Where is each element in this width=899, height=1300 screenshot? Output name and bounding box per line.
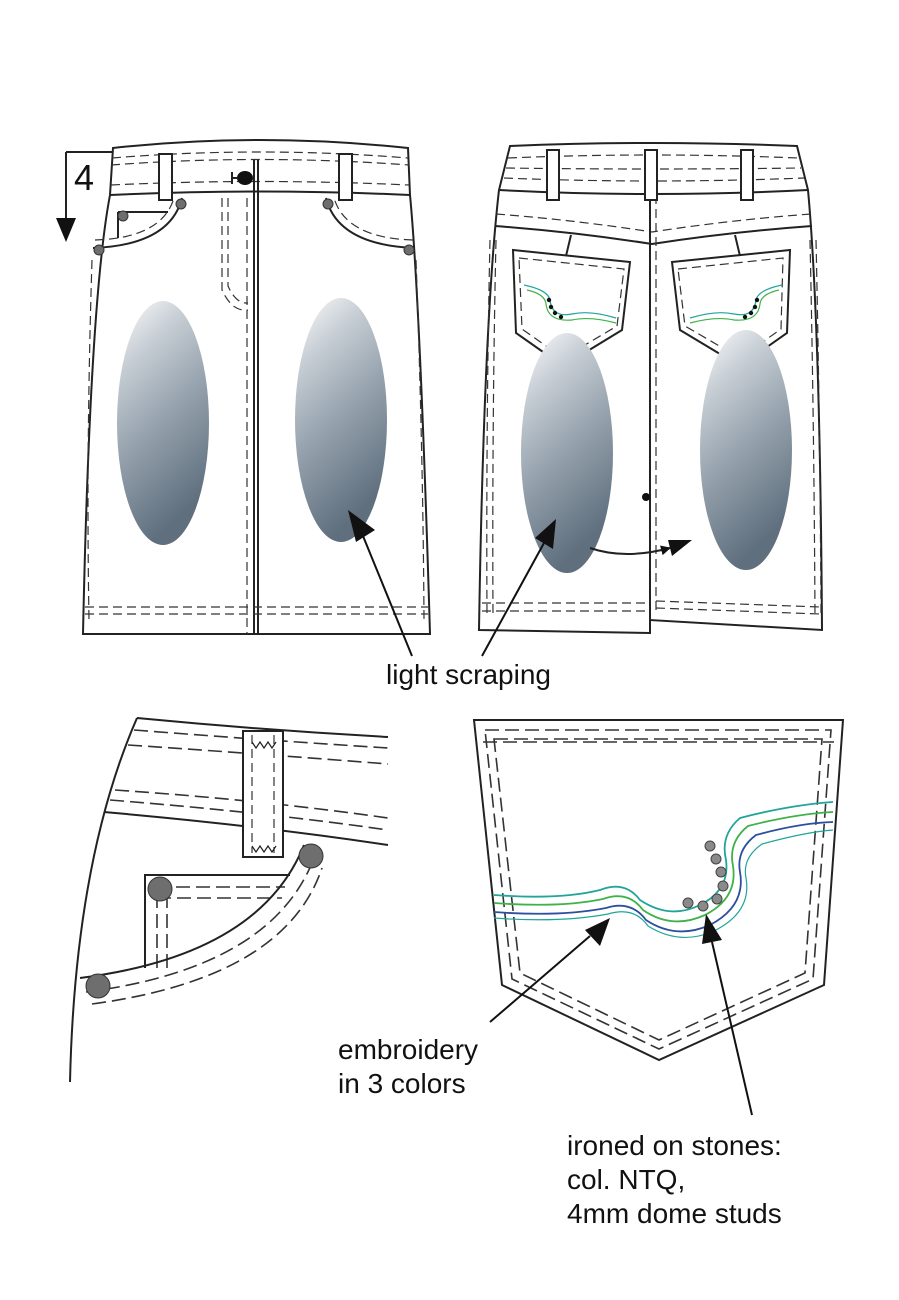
detail-pointers — [489, 914, 753, 1116]
length-marker — [56, 151, 113, 242]
length-marker-value: 4 — [74, 157, 95, 198]
label-embroidery: embroidery in 3 colors — [338, 1033, 478, 1101]
back-scraping-right — [700, 330, 792, 570]
label-embroidery-line2: in 3 colors — [338, 1068, 466, 1099]
back-pocket-left — [511, 248, 632, 368]
label-light-scraping: light scraping — [386, 659, 551, 690]
front-belt-loop-right — [338, 153, 353, 201]
embroidery-green — [493, 811, 834, 923]
front-view — [81, 139, 432, 635]
scraping-pointers — [348, 510, 556, 657]
label-stones-line2: col. NTQ, — [567, 1164, 686, 1195]
detail-front-pocket — [69, 717, 389, 1083]
front-scraping-left — [117, 301, 209, 545]
back-scraping-left — [521, 333, 613, 573]
back-belt-loop-1 — [546, 149, 560, 201]
detail-belt-loop — [242, 730, 284, 858]
detail-rivet-1 — [298, 843, 324, 869]
ironed-stones — [682, 840, 729, 912]
detail-rivet-3 — [85, 973, 111, 999]
back-view — [477, 142, 824, 635]
front-button — [237, 171, 253, 185]
back-belt-loop-3 — [740, 149, 754, 201]
label-stones-line1: ironed on stones: — [567, 1130, 782, 1161]
front-scraping-right — [295, 298, 387, 542]
front-belt-loop-left — [158, 153, 173, 201]
label-stones: ironed on stones: col. NTQ, 4mm dome stu… — [567, 1129, 782, 1231]
label-embroidery-line1: embroidery — [338, 1034, 479, 1065]
detail-rivet-2 — [147, 876, 173, 902]
detail-pocket-outline — [472, 719, 845, 1062]
back-belt-loop-2 — [644, 149, 658, 201]
detail-back-pocket — [472, 719, 845, 1062]
label-stones-line3: 4mm dome studs — [567, 1198, 782, 1229]
